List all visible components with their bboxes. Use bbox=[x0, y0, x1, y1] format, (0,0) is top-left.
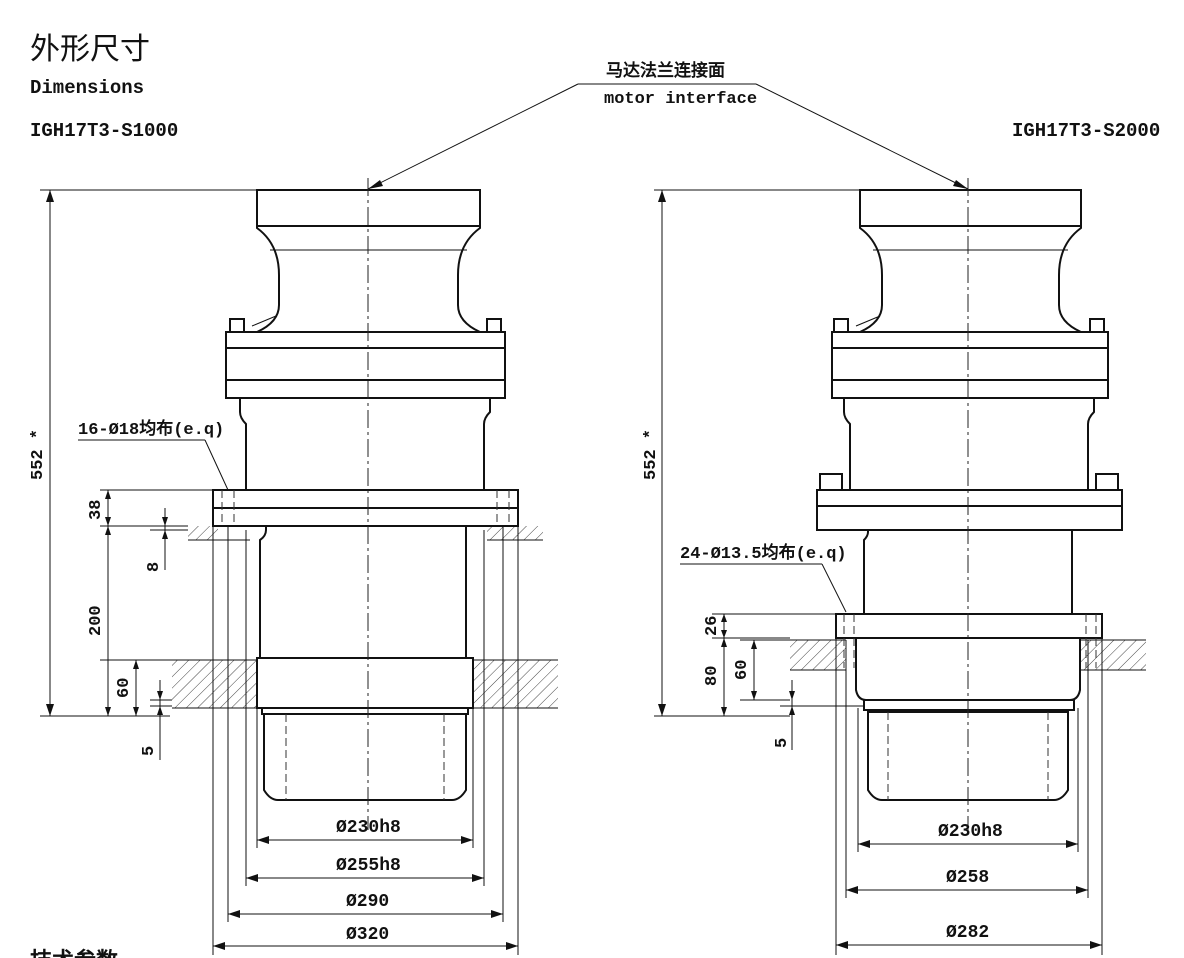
s1000-dim-8: 8 bbox=[145, 562, 164, 572]
motor-interface-leaders bbox=[367, 83, 969, 190]
s1000-dim-200: 200 bbox=[87, 605, 106, 636]
model-s2000-dimension-labels: 552 * 26 80 60 5 24-Ø13.5均布(e.q) Ø230h8 … bbox=[642, 429, 1003, 943]
s2000-dim-80: 80 bbox=[703, 666, 722, 686]
s1000-dia-1: Ø230h8 bbox=[336, 818, 401, 838]
model-s1000-dimension-labels: 552 * 38 8 200 60 5 16-Ø18均布(e.q) Ø230h8… bbox=[29, 418, 401, 945]
model-name-s1000: IGH17T3-S1000 bbox=[30, 120, 179, 142]
s2000-hole-note: 24-Ø13.5均布(e.q) bbox=[680, 542, 847, 564]
model-s1000-drawing bbox=[172, 178, 558, 830]
s2000-dia-1: Ø230h8 bbox=[938, 822, 1003, 842]
s2000-dim-5: 5 bbox=[773, 738, 792, 748]
model-s2000-drawing bbox=[790, 178, 1146, 830]
motor-interface-label-en: motor interface bbox=[604, 90, 758, 109]
s1000-overall-height: 552 * bbox=[29, 429, 48, 480]
title-chinese: 外形尺寸 bbox=[30, 32, 150, 67]
s1000-dim-38: 38 bbox=[87, 500, 106, 520]
s1000-dia-3: Ø290 bbox=[346, 892, 389, 912]
s1000-dim-5: 5 bbox=[140, 746, 159, 756]
s2000-dia-3: Ø282 bbox=[946, 923, 989, 943]
s2000-dim-26: 26 bbox=[703, 616, 722, 636]
motor-interface-label-cn: 马达法兰连接面 bbox=[606, 61, 725, 81]
model-name-s2000: IGH17T3-S2000 bbox=[1012, 120, 1161, 142]
s2000-dim-60: 60 bbox=[733, 660, 752, 680]
s1000-hole-note: 16-Ø18均布(e.q) bbox=[78, 418, 224, 440]
s2000-overall-height: 552 * bbox=[642, 429, 661, 480]
title-english: Dimensions bbox=[30, 77, 145, 99]
model-s2000-dimensions bbox=[654, 189, 1103, 955]
s1000-dia-2: Ø255h8 bbox=[336, 856, 401, 876]
s1000-dia-4: Ø320 bbox=[346, 925, 389, 945]
footer-partial-heading: 技术参数 bbox=[30, 948, 119, 958]
s1000-dim-60: 60 bbox=[115, 678, 134, 698]
model-s1000-dimensions bbox=[40, 189, 519, 955]
s2000-dia-2: Ø258 bbox=[946, 868, 989, 888]
